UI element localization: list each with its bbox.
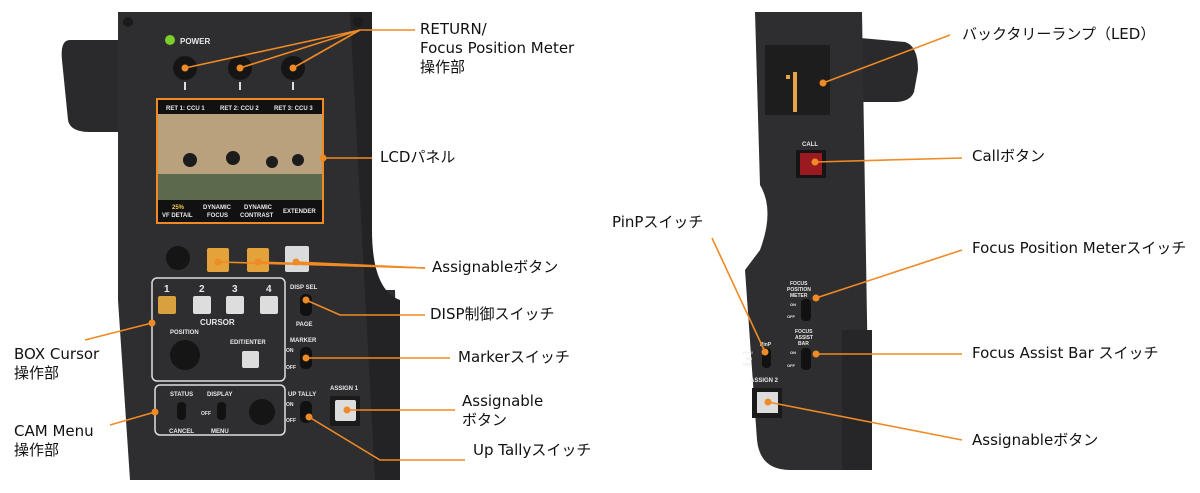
device-label: ON — [286, 402, 294, 408]
power-led — [165, 35, 175, 45]
device-label: OFF — [787, 314, 796, 319]
callout-box-cursor: BOX Cursor 操作部 — [14, 345, 99, 383]
device-label: 1 — [164, 284, 170, 295]
callout-assignable-top: Assignableボタン — [432, 258, 559, 276]
callout-assignable-1: Assignable ボタン — [462, 392, 543, 430]
lcd-knob — [166, 246, 190, 270]
callout-disp: DISP制御スイッチ — [430, 305, 555, 323]
device-label: DYNAMIC — [244, 205, 273, 211]
device-label: PAGE — [296, 322, 313, 328]
callout-lines — [84, 29, 963, 461]
callout-assignable-1-line1: Assignable — [462, 392, 544, 410]
device-label: OFF — [743, 362, 752, 367]
device-label: 2 — [199, 284, 205, 295]
device-label: 4 — [266, 284, 272, 295]
callout-assignable-2: Assignableボタン — [972, 431, 1099, 449]
call-button — [800, 153, 822, 175]
callout-return-line2: Focus Position Meter — [420, 39, 575, 57]
callout-cam-menu: CAM Menu 操作部 — [14, 422, 94, 460]
device-label: STATUS — [170, 392, 193, 398]
device-label: DISP SEL — [290, 285, 318, 291]
device-label: FOCUS — [795, 329, 813, 335]
power-label: POWER — [180, 37, 210, 46]
device-label: CURSOR — [200, 318, 235, 327]
callout-return-line1: RETURN/ — [420, 20, 487, 38]
callout-marker: Markerスイッチ — [458, 348, 570, 366]
device-label: 25% — [172, 205, 185, 211]
device-label: OFF — [286, 365, 296, 371]
device-label: DYNAMIC — [203, 205, 232, 211]
callout-back-tally: バックタリーランプ（LED） — [962, 25, 1156, 43]
device-label: EXTENDER — [283, 209, 316, 215]
device-label: OFF — [201, 411, 211, 417]
device-label: POSI — [743, 350, 753, 355]
device-label: 3 — [232, 284, 238, 295]
device-label: ON — [286, 348, 294, 354]
lcd-tab-2: RET 2: CCU 2 — [220, 106, 259, 112]
cursor-buttons — [158, 296, 278, 314]
device-label: MENU — [211, 429, 229, 435]
device-label: ASSIST — [795, 335, 813, 341]
device-label: ON — [790, 302, 796, 307]
callout-dots — [148, 64, 827, 421]
device-label: FOCUS — [790, 281, 808, 287]
device-label: MARKER — [290, 338, 317, 344]
device-label: OFF — [787, 363, 796, 368]
callout-return-line3: 操作部 — [420, 58, 466, 76]
device-label: POSITION — [170, 330, 199, 336]
device-label: OFF — [286, 418, 296, 424]
callout-call: Callボタン — [972, 147, 1046, 165]
callout-focus-assist-bar: Focus Assist Bar スイッチ — [972, 344, 1159, 362]
device-label: ASSIGN 2 — [750, 378, 779, 384]
callout-box-cursor-line1: BOX Cursor — [14, 345, 100, 363]
device-label: ASSIGN 1 — [330, 386, 359, 392]
callout-assignable-1-line2: ボタン — [462, 411, 508, 429]
callout-box-cursor-line2: 操作部 — [14, 364, 60, 382]
device-label: ON — [746, 356, 752, 361]
device-label: PinP — [760, 342, 772, 348]
device-label: UP TALLY — [288, 392, 316, 398]
callout-cam-menu-line2: 操作部 — [14, 441, 60, 459]
callout-up-tally: Up Tallyスイッチ — [473, 441, 592, 459]
left-device: POWER RET 1: CCU 1 RET 2: CCU 2 RET 3: C… — [61, 12, 400, 480]
callout-focus-position-meter: Focus Position Meterスイッチ — [972, 239, 1187, 257]
device-label: BAR — [798, 341, 809, 347]
lcd-tab-1: RET 1: CCU 1 — [166, 106, 205, 112]
edit-enter-button — [242, 351, 259, 368]
lcd-tab-3: RET 3: CCU 3 — [274, 106, 313, 112]
device-label: VF DETAIL — [162, 213, 193, 219]
device-label: DISPLAY — [207, 392, 232, 398]
callout-lcd: LCDパネル — [380, 148, 456, 166]
device-label: FOCUS — [207, 213, 228, 219]
back-tally-lamp — [765, 45, 830, 115]
device-label: EDIT/ENTER — [230, 340, 266, 346]
menu-dial — [249, 399, 275, 425]
device-label: POSITION — [787, 287, 811, 293]
device-label: METER — [790, 293, 808, 299]
callout-pinp: PinPスイッチ — [612, 213, 704, 231]
position-joystick — [170, 340, 200, 370]
device-label: ON — [790, 350, 796, 355]
callout-return: RETURN/ Focus Position Meter 操作部 — [420, 20, 574, 77]
device-label: CANCEL — [169, 429, 194, 435]
callout-cam-menu-line1: CAM Menu — [14, 422, 94, 440]
device-label: CALL — [802, 142, 818, 148]
device-label: CONTRAST — [240, 213, 274, 219]
